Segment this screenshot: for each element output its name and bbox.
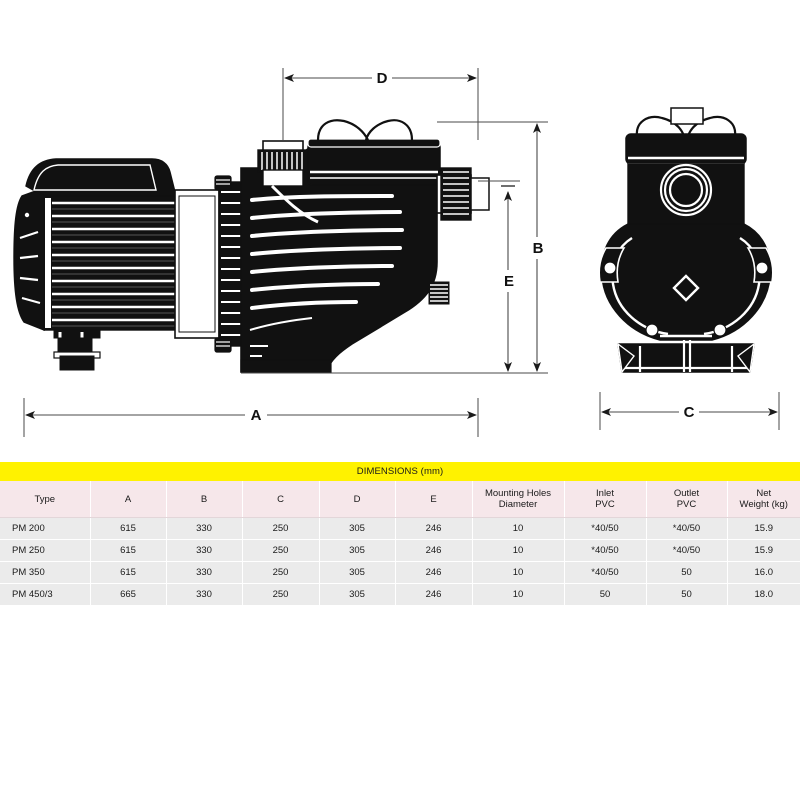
cell-a: 615 bbox=[90, 539, 167, 562]
dimensions-table-title: DIMENSIONS (mm) bbox=[0, 462, 800, 481]
cell-type: PM 250 bbox=[0, 539, 91, 562]
cell-d: 305 bbox=[319, 539, 396, 562]
cell-a: 615 bbox=[90, 561, 167, 584]
cell-e: 246 bbox=[395, 583, 473, 606]
cell-e: 246 bbox=[395, 539, 473, 562]
column-header-c: C bbox=[242, 481, 320, 518]
table-header-row: Type A B C D E bbox=[0, 481, 800, 518]
header-line-1: Inlet bbox=[596, 488, 614, 499]
dimension-label-b: B bbox=[533, 240, 544, 257]
drain-plug bbox=[428, 281, 450, 305]
header-line-1: Outlet bbox=[673, 488, 700, 499]
dimension-label-c: C bbox=[684, 404, 695, 421]
cell-outlet-pvc: 50 bbox=[646, 561, 728, 584]
cell-net-weight: 16.0 bbox=[727, 561, 800, 584]
column-header-e: E bbox=[395, 481, 473, 518]
table-row: PM 250 615 330 250 305 246 10 *40/50 *40… bbox=[0, 539, 800, 562]
cell-type: PM 450/3 bbox=[0, 583, 91, 606]
cell-mounting-holes-diameter: 10 bbox=[472, 517, 565, 540]
cell-c: 250 bbox=[242, 561, 320, 584]
header-line-1: Net bbox=[756, 488, 772, 499]
cell-net-weight: 15.9 bbox=[727, 539, 800, 562]
dimension-label-e: E bbox=[504, 273, 514, 290]
column-header-type: Type bbox=[0, 481, 91, 518]
cell-d: 305 bbox=[319, 517, 396, 540]
header-line-1: D bbox=[353, 493, 361, 505]
cell-a: 665 bbox=[90, 583, 167, 606]
cell-net-weight: 15.9 bbox=[727, 517, 800, 540]
header-line-2: Diameter bbox=[498, 499, 538, 510]
cell-mounting-holes-diameter: 10 bbox=[472, 583, 565, 606]
table-header: Type A B C D E bbox=[0, 481, 800, 518]
header-line-2: PVC bbox=[676, 499, 697, 510]
column-header-b: B bbox=[166, 481, 243, 518]
column-header-d: D bbox=[319, 481, 396, 518]
cell-b: 330 bbox=[166, 583, 243, 606]
cell-inlet-pvc: *40/50 bbox=[564, 539, 647, 562]
cell-c: 250 bbox=[242, 517, 320, 540]
center-plug bbox=[672, 274, 700, 302]
technical-drawing: A D B E bbox=[13, 68, 780, 437]
cell-outlet-pvc: 50 bbox=[646, 583, 728, 606]
header-line-2: PVC bbox=[595, 499, 615, 510]
dimensions-table: DIMENSIONS (mm) Type A bbox=[0, 462, 800, 606]
dimensions-table-wrapper: DIMENSIONS (mm) Type A bbox=[0, 462, 800, 606]
cell-outlet-pvc: *40/50 bbox=[646, 539, 728, 562]
table-row: PM 350 615 330 250 305 246 10 *40/50 50 … bbox=[0, 561, 800, 584]
header-line-1: Type bbox=[34, 493, 56, 505]
cell-d: 305 bbox=[319, 561, 396, 584]
dimension-label-a: A bbox=[251, 407, 262, 424]
column-header-a: A bbox=[90, 481, 167, 518]
side-view-pump bbox=[13, 119, 490, 373]
cell-b: 330 bbox=[166, 539, 243, 562]
cell-inlet-pvc: *40/50 bbox=[564, 561, 647, 584]
motor-foot bbox=[53, 329, 101, 371]
column-header-inlet-pvc: Inlet PVC bbox=[564, 481, 647, 518]
cell-c: 250 bbox=[242, 583, 320, 606]
header-line-1: Mounting Holes bbox=[484, 488, 551, 499]
table-row: PM 450/3 665 330 250 305 246 10 50 50 18… bbox=[0, 583, 800, 606]
cell-inlet-pvc: 50 bbox=[564, 583, 647, 606]
cell-type: PM 200 bbox=[0, 517, 91, 540]
header-line-1: A bbox=[124, 493, 132, 505]
column-header-net-weight: Net Weight (kg) bbox=[727, 481, 800, 518]
column-header-outlet-pvc: Outlet PVC bbox=[646, 481, 728, 518]
table-body: PM 200 615 330 250 305 246 10 *40/50 *40… bbox=[0, 517, 800, 606]
cell-e: 246 bbox=[395, 517, 473, 540]
header-line-1: B bbox=[200, 493, 208, 505]
cell-c: 250 bbox=[242, 539, 320, 562]
header-line-2: Weight (kg) bbox=[739, 499, 788, 510]
cell-outlet-pvc: *40/50 bbox=[646, 517, 728, 540]
table-row: PM 200 615 330 250 305 246 10 *40/50 *40… bbox=[0, 517, 800, 540]
cell-e: 246 bbox=[395, 561, 473, 584]
cell-type: PM 350 bbox=[0, 561, 91, 584]
cell-b: 330 bbox=[166, 561, 243, 584]
column-header-mounting-holes-diameter: Mounting Holes Diameter bbox=[472, 481, 565, 518]
header-line-1: C bbox=[277, 493, 284, 505]
cell-inlet-pvc: *40/50 bbox=[564, 517, 647, 540]
cell-b: 330 bbox=[166, 517, 243, 540]
cell-net-weight: 18.0 bbox=[727, 583, 800, 606]
header-line-1: E bbox=[430, 493, 437, 505]
cell-mounting-holes-diameter: 10 bbox=[472, 539, 565, 562]
cell-a: 615 bbox=[90, 517, 167, 540]
cell-d: 305 bbox=[319, 583, 396, 606]
front-view-pump bbox=[598, 107, 774, 374]
cell-mounting-holes-diameter: 10 bbox=[472, 561, 565, 584]
dimension-label-d: D bbox=[377, 70, 388, 87]
